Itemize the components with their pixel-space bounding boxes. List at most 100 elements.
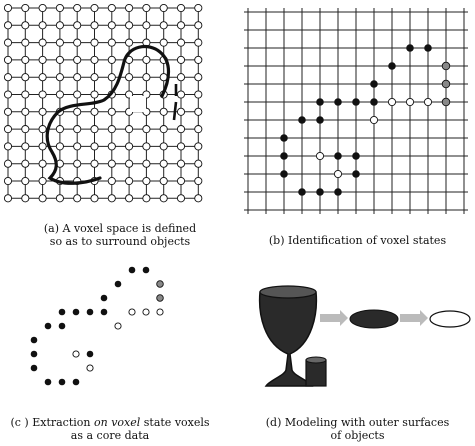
core-on-voxel — [30, 350, 38, 358]
filled-surface-ellipse — [349, 309, 399, 329]
voxel-node — [107, 125, 116, 134]
off-voxel — [387, 97, 397, 107]
on-voxel — [334, 188, 342, 196]
voxel-node — [176, 3, 186, 13]
voxel-node — [107, 159, 116, 168]
core-voxel-dots — [30, 266, 164, 386]
surface-modeling-diagram — [258, 285, 471, 387]
voxel-node — [125, 21, 134, 30]
voxel-node — [38, 176, 47, 186]
core-boundary-voxel — [156, 280, 164, 288]
voxel-node — [90, 21, 99, 30]
voxel-node — [21, 3, 30, 13]
core-on-voxel — [86, 350, 94, 358]
voxel-node — [3, 159, 13, 168]
voxel-node — [107, 194, 116, 203]
caption-a-line2: so as to surround objects — [49, 235, 191, 248]
core-off-voxel — [156, 308, 164, 316]
off-voxel — [315, 151, 325, 161]
voxel-node — [38, 125, 47, 134]
voxel-node — [125, 176, 134, 186]
voxel-node — [194, 194, 203, 203]
core-on-voxel — [72, 308, 80, 316]
voxel-node — [176, 38, 186, 47]
voxel-node — [90, 38, 99, 47]
voxel-node — [90, 55, 99, 64]
voxel-node — [194, 3, 203, 13]
voxel-space-diagram — [3, 3, 203, 203]
voxel-node — [21, 21, 30, 30]
voxel-node — [38, 21, 47, 30]
caption-b: (b) Identification of voxel states — [240, 234, 475, 247]
voxel-node — [73, 3, 82, 13]
voxel-node — [90, 125, 99, 134]
voxel-node — [176, 73, 186, 82]
voxel-node — [107, 55, 116, 64]
voxel-node — [21, 176, 30, 186]
core-on-voxel — [114, 280, 122, 288]
voxel-node — [176, 107, 186, 116]
voxel-node — [90, 90, 99, 99]
voxel-node — [142, 176, 151, 186]
arrow-right-icon — [320, 310, 348, 326]
voxel-node — [107, 38, 116, 47]
object-highlight — [130, 96, 146, 112]
voxel-node — [21, 159, 30, 168]
core-on-voxel — [44, 378, 52, 386]
voxel-node — [3, 90, 13, 99]
voxel-node — [159, 3, 168, 13]
on-voxel — [280, 170, 288, 178]
voxel-node — [107, 142, 116, 151]
off-voxel — [333, 169, 343, 179]
voxel-node — [21, 125, 30, 134]
cup-object — [305, 359, 327, 387]
off-voxel — [405, 97, 415, 107]
core-on-voxel — [58, 322, 66, 330]
voxel-node — [73, 107, 82, 116]
voxel-node — [194, 142, 203, 151]
voxel-node — [107, 3, 116, 13]
caption-c-prefix: (c ) Extraction — [10, 416, 94, 429]
voxel-node — [176, 176, 186, 186]
arrow-right-icon — [400, 310, 428, 326]
caption-c-suffix: state voxels — [140, 416, 210, 429]
voxel-node — [194, 90, 203, 99]
voxel-node — [159, 38, 168, 47]
caption-c-line2: as a core data — [70, 429, 150, 442]
voxel-node — [90, 73, 99, 82]
voxel-node — [3, 38, 13, 47]
panel-c-core-data: (c ) Extraction on voxel state voxels as… — [0, 258, 240, 446]
voxel-node — [176, 90, 186, 99]
on-voxel — [370, 98, 378, 106]
voxel-node — [90, 159, 99, 168]
voxel-node — [21, 90, 30, 99]
voxel-node — [73, 125, 82, 134]
voxel-node — [3, 142, 13, 151]
off-voxel — [369, 115, 379, 125]
voxel-node — [21, 107, 30, 116]
voxel-node — [21, 73, 30, 82]
outer-surface-ellipse — [429, 310, 471, 328]
voxel-node — [3, 125, 13, 134]
voxel-node — [142, 3, 151, 13]
voxel-node — [107, 176, 116, 186]
voxel-node — [176, 194, 186, 203]
core-on-voxel — [44, 322, 52, 330]
core-on-voxel — [58, 308, 66, 316]
voxel-node — [73, 21, 82, 30]
core-on-voxel — [100, 294, 108, 302]
core-on-voxel — [142, 266, 150, 274]
core-off-voxel — [72, 350, 80, 358]
voxel-node — [21, 55, 30, 64]
voxel-node — [73, 90, 82, 99]
on-voxel — [334, 98, 342, 106]
voxel-node — [38, 38, 47, 47]
voxel-node — [107, 107, 116, 116]
voxel-node — [176, 159, 186, 168]
on-voxel — [352, 170, 360, 178]
core-boundary-voxel — [156, 294, 164, 302]
voxel-node — [194, 38, 203, 47]
caption-d: (d) Modeling with outer surfaces of obje… — [240, 416, 475, 442]
on-voxel — [316, 98, 324, 106]
voxel-node — [125, 159, 134, 168]
